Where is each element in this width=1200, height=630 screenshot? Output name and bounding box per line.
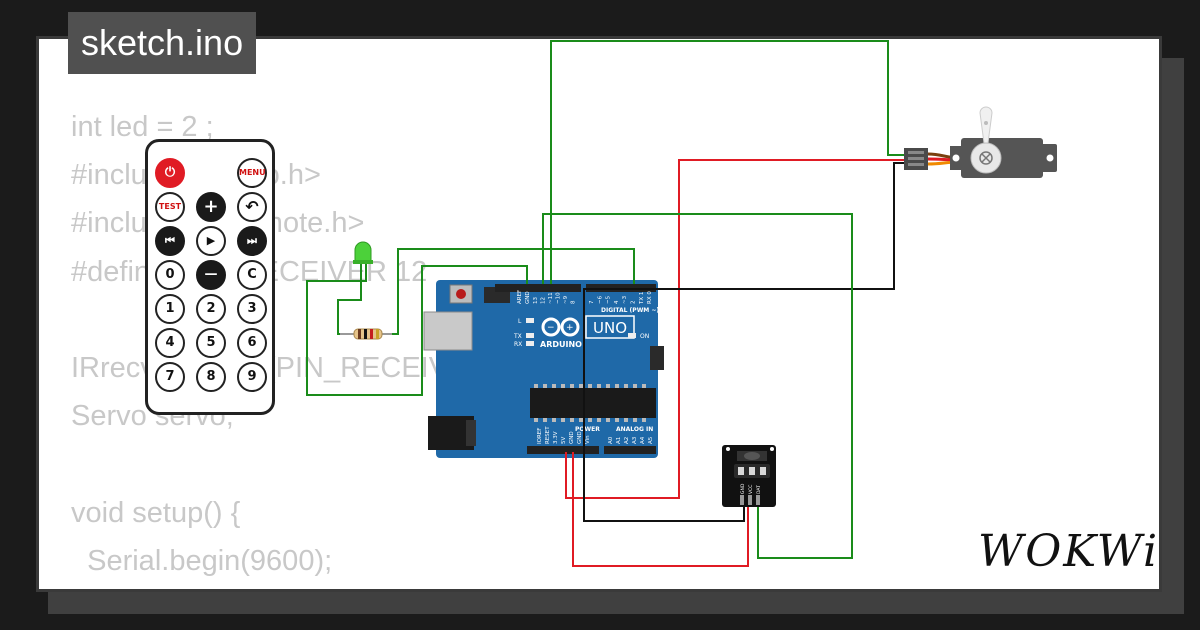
play-button[interactable]: ▶ bbox=[196, 226, 226, 256]
digit-button-6[interactable]: 6 bbox=[237, 328, 267, 358]
forward-button[interactable]: ⏭ bbox=[237, 226, 267, 256]
pin-label: 13 bbox=[533, 297, 539, 304]
wire-servo-ground bbox=[583, 162, 905, 522]
pin-label: GND bbox=[740, 483, 746, 494]
pin-label: RESET bbox=[545, 426, 551, 444]
atmega-chip bbox=[530, 388, 656, 418]
wire-led-ground bbox=[306, 258, 528, 396]
wire-led-anode bbox=[337, 262, 362, 335]
header-analog bbox=[604, 446, 656, 454]
arduino-uno-board[interactable]: − + UNO ARDUINO DIGITAL (PWM ~) POWER AN… bbox=[423, 280, 664, 458]
pin-label: A2 bbox=[624, 437, 630, 444]
pin-label: ~6 bbox=[597, 295, 603, 304]
pin-label: DAT bbox=[756, 485, 762, 494]
board-model-label: UNO bbox=[593, 319, 627, 337]
pin-label: A4 bbox=[640, 436, 646, 444]
pin-label: 4 bbox=[614, 300, 620, 304]
green-led[interactable] bbox=[353, 241, 373, 264]
resistor[interactable] bbox=[340, 328, 392, 340]
power-button[interactable]: ⏻ bbox=[155, 158, 185, 188]
pin-label: A3 bbox=[632, 436, 638, 444]
pin-label: RX 0 bbox=[647, 291, 653, 304]
digit-button-1[interactable]: 1 bbox=[155, 294, 185, 324]
zero-button[interactable]: 0 bbox=[155, 260, 185, 290]
code-line: Servo servo; bbox=[71, 400, 234, 433]
wire-led-resistor bbox=[388, 248, 635, 335]
digit-button-2[interactable]: 2 bbox=[196, 294, 226, 324]
gnd-pin-label: GND bbox=[525, 291, 531, 304]
pin-label: ~10 bbox=[556, 292, 562, 304]
pin-label: 5V bbox=[561, 437, 567, 444]
digit-button-8[interactable]: 8 bbox=[196, 362, 226, 392]
wire-servo-power bbox=[565, 159, 905, 499]
sketch-tab[interactable]: sketch.ino bbox=[68, 12, 257, 74]
pin-label: GND bbox=[569, 431, 575, 444]
pin-label: ~3 bbox=[622, 295, 628, 304]
arduino-logo-icon bbox=[541, 317, 580, 337]
header-top-left bbox=[495, 284, 581, 292]
rx-label: RX bbox=[514, 341, 522, 348]
servo-horn bbox=[979, 106, 993, 159]
digit-button-3[interactable]: 3 bbox=[237, 294, 267, 324]
svg-text:+: + bbox=[566, 323, 574, 333]
pin-label: A5 bbox=[648, 436, 654, 444]
wokwi-logo: WOKWi bbox=[978, 526, 1160, 577]
pin-label: 8 bbox=[571, 300, 577, 304]
wire-ir-power bbox=[572, 452, 749, 567]
back-button[interactable]: ↶ bbox=[237, 192, 267, 222]
pin-label: 2 bbox=[631, 301, 637, 305]
pin-label: A0 bbox=[608, 436, 614, 444]
ir-remote[interactable]: ⏻ MENU TEST + ↶ ⏮ ▶ ⏭ 0 — C 1 2 3 4 5 6 … bbox=[145, 139, 275, 415]
on-label: ON bbox=[640, 333, 649, 340]
clear-button[interactable]: C bbox=[237, 260, 267, 290]
pin-label: A1 bbox=[616, 437, 622, 444]
usb-port bbox=[423, 311, 473, 351]
header-power bbox=[527, 446, 599, 454]
pin-label: Vin bbox=[585, 435, 591, 444]
svg-text:−: − bbox=[547, 323, 555, 333]
analog-label: ANALOG IN bbox=[616, 426, 653, 433]
pin-label: 7 bbox=[589, 300, 595, 304]
tx-label: TX bbox=[513, 333, 522, 340]
digit-button-5[interactable]: 5 bbox=[196, 328, 226, 358]
pin-label: IOREF bbox=[537, 428, 543, 444]
pin-label: GND bbox=[577, 431, 583, 444]
digit-button-9[interactable]: 9 bbox=[237, 362, 267, 392]
rewind-button[interactable]: ⏮ bbox=[155, 226, 185, 256]
power-label: POWER bbox=[575, 426, 600, 433]
pin-label: ~5 bbox=[606, 295, 612, 304]
test-button[interactable]: TEST bbox=[155, 192, 185, 222]
pin-label: VCC bbox=[748, 485, 754, 494]
brand-label: ARDUINO bbox=[540, 340, 582, 349]
code-line: void setup() { bbox=[71, 496, 241, 529]
digit-button-4[interactable]: 4 bbox=[155, 328, 185, 358]
minus-button[interactable]: — bbox=[196, 260, 226, 290]
wire-ir-data bbox=[542, 213, 853, 559]
aref-label: AREF bbox=[517, 290, 523, 304]
digital-label: DIGITAL (PWM ~) bbox=[601, 307, 659, 314]
wire-servo-signal bbox=[550, 40, 905, 284]
pin-label: ~11 bbox=[548, 292, 554, 304]
plus-button[interactable]: + bbox=[196, 192, 226, 222]
pin-label: 12 bbox=[541, 297, 547, 304]
pin-label: 3.3V bbox=[553, 431, 559, 444]
pin-label: TX 1 bbox=[639, 292, 645, 305]
code-line: int led = 2 ; bbox=[71, 111, 214, 143]
servo-motor[interactable] bbox=[904, 106, 1057, 178]
menu-button[interactable]: MENU bbox=[237, 158, 267, 188]
pin-label: ~9 bbox=[563, 295, 569, 304]
l-led-label: L bbox=[518, 318, 522, 325]
code-line: Serial.begin(9600); bbox=[71, 544, 333, 577]
digit-button-7[interactable]: 7 bbox=[155, 362, 185, 392]
